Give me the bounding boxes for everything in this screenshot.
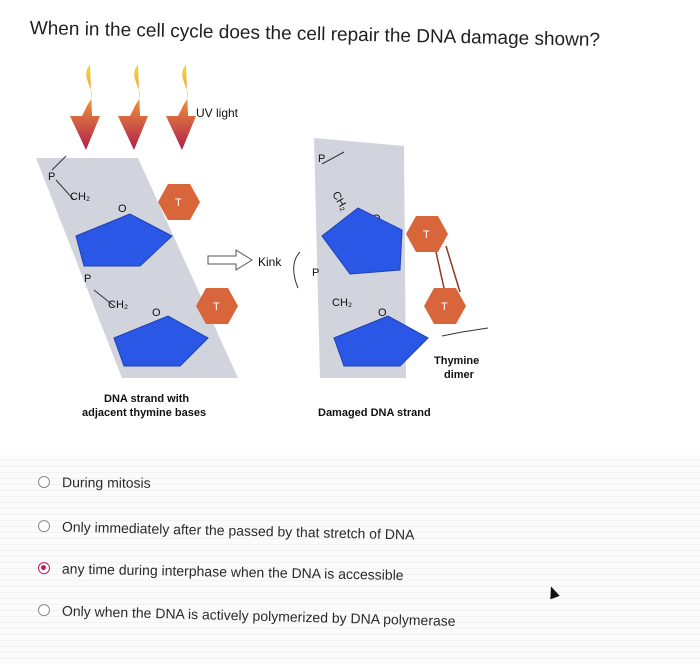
left-sugar-2 bbox=[113, 315, 209, 367]
uv-arrow-1 bbox=[70, 64, 100, 150]
option-any-time-during-interphase[interactable]: any time during interphase when the DNA … bbox=[37, 555, 404, 588]
option-label: During mitosis bbox=[61, 474, 151, 491]
thymine-dimer-label-line2: dimer bbox=[444, 369, 475, 381]
radio-button-icon[interactable] bbox=[37, 604, 51, 617]
right-thymine-label-1: T bbox=[423, 229, 430, 241]
right-thymine-label-2: T bbox=[441, 301, 448, 313]
left-phosphate-1: P bbox=[48, 171, 55, 183]
dimer-bond-2 bbox=[445, 245, 461, 293]
option-only-immediately-after[interactable]: Only immediately after the passed by tha… bbox=[37, 513, 415, 548]
question-text: When in the cell cycle does the cell rep… bbox=[29, 18, 601, 51]
left-backbone-line-1 bbox=[51, 155, 67, 171]
left-oxygen-1: O bbox=[118, 203, 127, 215]
transition-arrow bbox=[207, 249, 253, 271]
option-during-mitosis[interactable]: During mitosis bbox=[37, 469, 151, 496]
right-phosphate-1: P bbox=[318, 153, 325, 165]
right-caption: Damaged DNA strand bbox=[318, 407, 431, 419]
left-phosphate-2: P bbox=[84, 273, 91, 285]
left-thymine-1 bbox=[158, 184, 200, 220]
uv-arrow-2 bbox=[118, 64, 148, 150]
left-backbone-panel bbox=[36, 158, 238, 378]
right-sugar-1 bbox=[321, 207, 403, 275]
left-caption-line2: adjacent thymine bases bbox=[82, 407, 206, 419]
dimer-bracket bbox=[441, 327, 489, 337]
right-sugar-2 bbox=[333, 315, 429, 367]
radio-button-selected-icon[interactable] bbox=[37, 562, 51, 575]
left-thymine-label-2: T bbox=[213, 301, 220, 313]
right-ch2-2: CH₂ bbox=[332, 297, 352, 309]
left-ch2-2: CH₂ bbox=[108, 299, 128, 311]
left-sugar-1 bbox=[75, 213, 173, 267]
radio-button-icon[interactable] bbox=[37, 520, 51, 533]
option-only-when-polymerized[interactable]: Only when the DNA is actively polymerize… bbox=[37, 597, 456, 634]
right-backbone-line-1 bbox=[321, 151, 345, 165]
option-label: any time during interphase when the DNA … bbox=[61, 560, 404, 584]
thymine-dimer-label-line1: Thymine bbox=[434, 355, 479, 367]
left-backbone-line-3 bbox=[93, 289, 115, 307]
right-thymine-1 bbox=[406, 216, 448, 252]
left-oxygen-2: O bbox=[152, 307, 161, 319]
option-label: Only immediately after the passed by tha… bbox=[61, 518, 415, 543]
uv-arrow-3 bbox=[166, 64, 196, 150]
left-caption-line1: DNA strand with bbox=[104, 393, 189, 405]
uv-light-label: UV light bbox=[196, 106, 239, 120]
right-oxygen-2: O bbox=[378, 307, 387, 319]
dna-diagram: UV light P CH₂ O T P CH₂ O T DNA strand … bbox=[36, 64, 489, 419]
radio-button-icon[interactable] bbox=[37, 476, 51, 489]
option-label: Only when the DNA is actively polymerize… bbox=[61, 602, 456, 629]
left-backbone-line-2 bbox=[55, 179, 75, 201]
left-thymine-2 bbox=[196, 288, 238, 324]
kink-label: Kink bbox=[258, 255, 282, 269]
left-thymine-label-1: T bbox=[175, 197, 182, 209]
dimer-bond-1 bbox=[435, 251, 445, 289]
right-phosphate-2: P bbox=[312, 267, 319, 279]
right-thymine-2 bbox=[424, 288, 466, 324]
dna-damage-figure: UV light P CH₂ O T P CH₂ O T DNA strand … bbox=[30, 60, 590, 440]
left-ch2-1: CH₂ bbox=[70, 191, 90, 203]
uv-light-arrows bbox=[70, 64, 196, 150]
kink-bracket bbox=[293, 251, 301, 289]
answer-options: During mitosis Only immediately after th… bbox=[0, 455, 700, 664]
